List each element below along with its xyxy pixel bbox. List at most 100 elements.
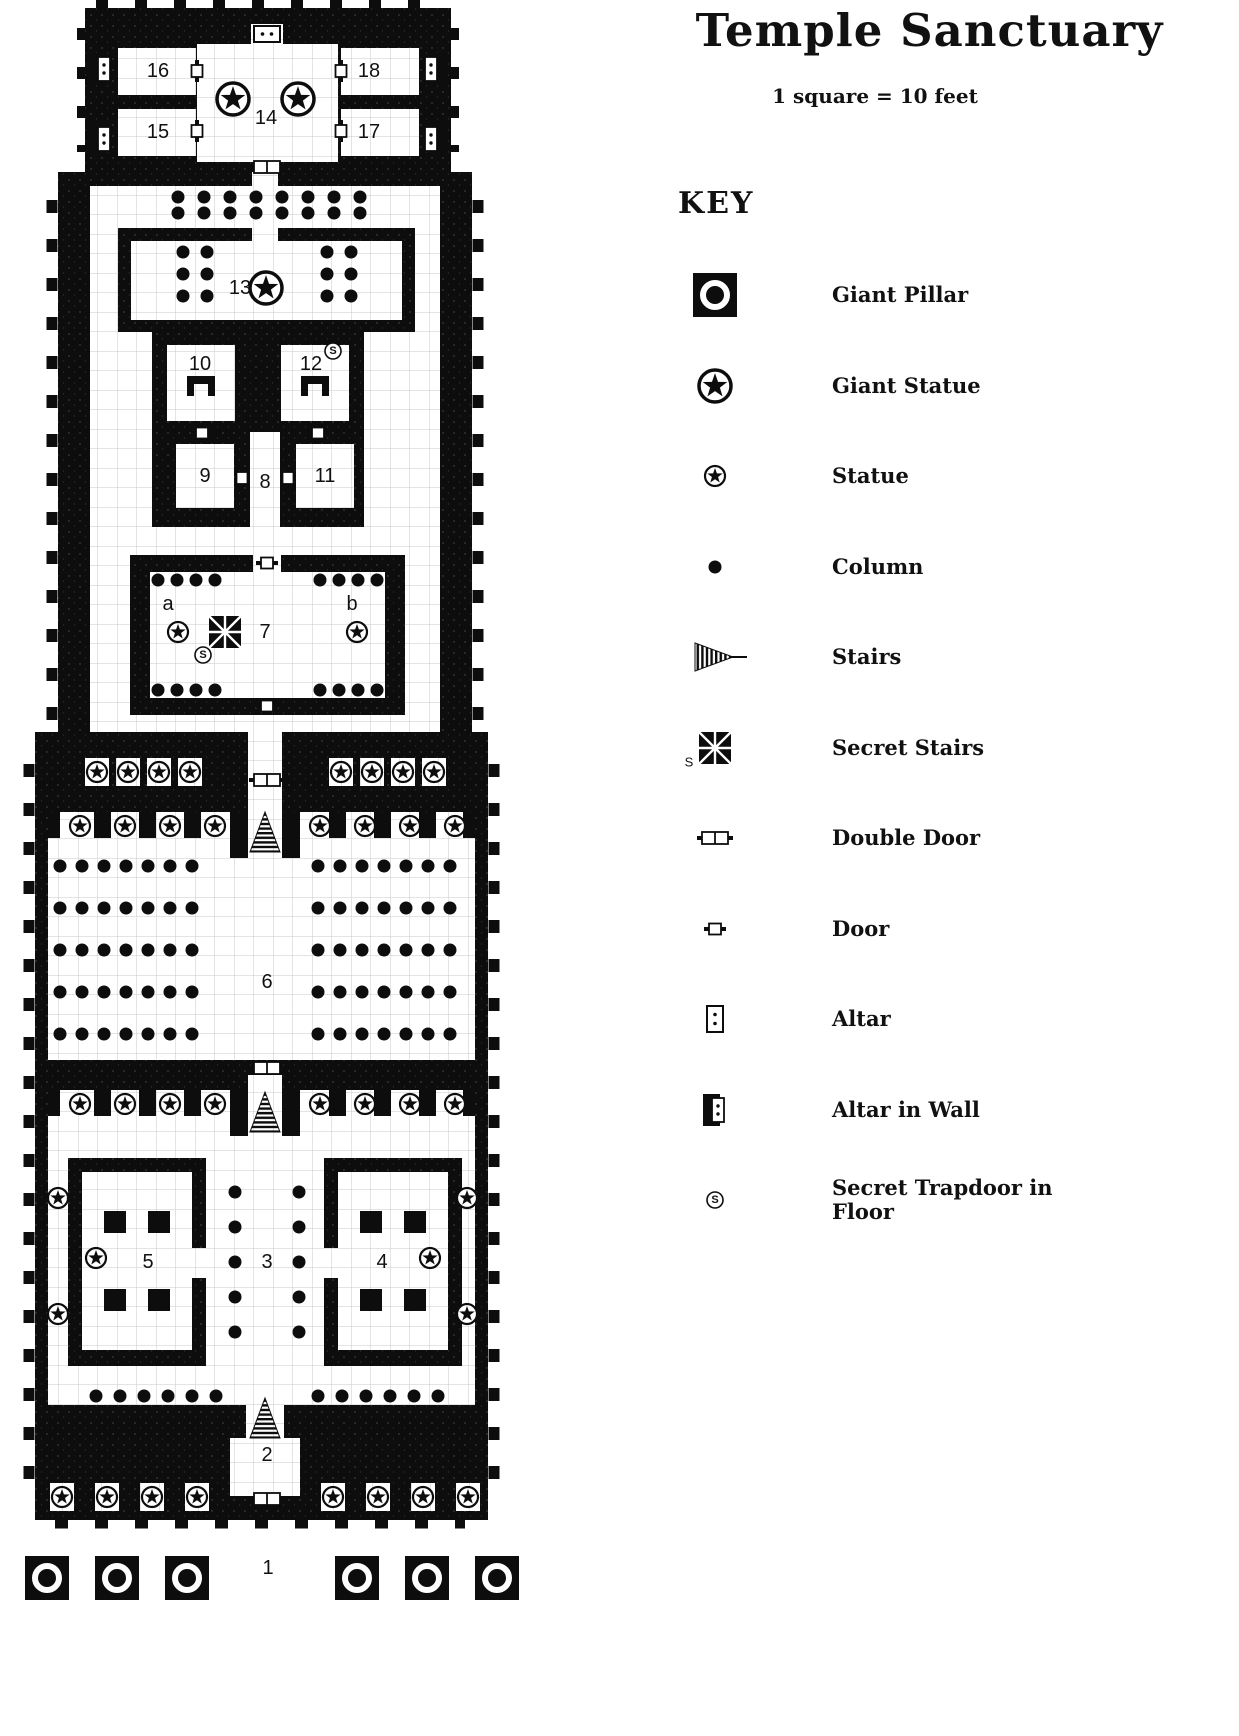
- legend-label: Giant Pillar: [832, 282, 969, 308]
- room-label-3: 3: [261, 1251, 272, 1273]
- secret-trapdoor-letter: S: [199, 649, 206, 661]
- legend-item-altar: Altar: [660, 974, 1067, 1065]
- secret-stairs-icon: S: [685, 730, 733, 769]
- legend-item-statue: Statue: [660, 431, 1067, 522]
- statue-icon: [678, 439, 752, 513]
- room-11-floor: [296, 444, 354, 508]
- statue-icon: [168, 622, 188, 642]
- double-door-icon: [247, 772, 287, 788]
- room-label-8: 8: [259, 471, 270, 493]
- door-icon: [702, 921, 728, 937]
- double-door-icon: [695, 830, 735, 847]
- altar-in-wall-icon: [88, 52, 111, 86]
- legend-item-column: Column: [660, 522, 1067, 613]
- statue-icon: [457, 1304, 477, 1324]
- stairs-icon: [694, 642, 748, 673]
- room-label-15: 15: [147, 121, 169, 143]
- giant-statue-icon: [250, 272, 282, 304]
- room-2-floor: [230, 1438, 300, 1496]
- statue-icon: [48, 1304, 68, 1324]
- map-scale-note: 1 square = 10 feet: [772, 84, 978, 108]
- secret-trapdoor-letter: S: [329, 345, 336, 357]
- secret-trapdoor-icon: S: [194, 646, 212, 664]
- giant-pillar-icon: [165, 1556, 209, 1600]
- legend-item-giant-statue: Giant Statue: [660, 341, 1067, 432]
- temple-map: S S 1 2 3 4 5 6 7 8 9 10 11 12 13 14 15 …: [0, 0, 540, 1640]
- legend-label: Double Door: [832, 825, 981, 851]
- legend-label: Altar: [832, 1006, 891, 1032]
- legend-label: Secret Trapdoor in Floor: [832, 1175, 1053, 1225]
- altar-icon: [706, 1005, 724, 1034]
- altar-in-wall-icon: [424, 52, 447, 86]
- column-icon: [708, 560, 722, 574]
- statue-icon: [420, 1248, 440, 1268]
- room-label-7: 7: [259, 621, 270, 643]
- altar-in-wall-icon: [424, 122, 447, 156]
- legend-label: Secret Stairs: [832, 734, 985, 760]
- room-label-9: 9: [199, 465, 210, 487]
- page-title: Temple Sanctuary: [695, 4, 1164, 57]
- room-label-10: 10: [189, 353, 211, 375]
- giant-pillar-icon: [475, 1556, 519, 1600]
- room-label-17: 17: [358, 121, 380, 143]
- room-label-4: 4: [376, 1251, 387, 1273]
- room-label-a: a: [162, 593, 174, 615]
- legend-label: Altar in Wall: [832, 1096, 980, 1122]
- statue-icon: [457, 1188, 477, 1208]
- room-label-6: 6: [261, 971, 272, 993]
- room-label-2: 2: [261, 1444, 272, 1466]
- secret-stairs-icon: [207, 614, 243, 650]
- giant-pillar-icon: [678, 258, 752, 332]
- secret-trapdoor-letter: S: [711, 1194, 718, 1206]
- double-door-icon: [247, 159, 287, 175]
- statue-icon: [86, 1248, 106, 1268]
- legend-label: Giant Statue: [832, 372, 981, 398]
- room-label-14: 14: [255, 107, 277, 129]
- legend-label: Column: [832, 553, 924, 579]
- giant-pillar-icon: [25, 1556, 69, 1600]
- secret-trapdoor-icon: S: [706, 1191, 724, 1210]
- legend-label: Door: [832, 915, 890, 941]
- room-6-floor: [48, 812, 475, 1060]
- room-label-5: 5: [142, 1251, 153, 1273]
- wall-pilasters: [23, 0, 500, 1529]
- statue-icon: [48, 1188, 68, 1208]
- double-door-icon: [247, 1491, 287, 1507]
- room-label-18: 18: [358, 60, 380, 82]
- giant-pillar-icon: [95, 1556, 139, 1600]
- legend-item-double-door: Double Door: [660, 793, 1067, 884]
- legend-label: Stairs: [832, 644, 902, 670]
- room-7-floor: [150, 572, 385, 698]
- key-heading: KEY: [678, 186, 755, 221]
- legend-item-door: Door: [660, 884, 1067, 975]
- altar-in-wall-icon: [88, 122, 111, 156]
- secret-trapdoor-icon: S: [324, 342, 342, 360]
- room-18-floor: [341, 48, 419, 95]
- room-label-1: 1: [262, 1557, 273, 1579]
- secret-stairs-letter: S: [685, 754, 694, 769]
- legend-item-altar-in-wall: Altar in Wall: [660, 1065, 1067, 1156]
- room-label-13: 13: [229, 277, 251, 299]
- giant-statue-icon: [678, 349, 752, 423]
- legend-label: Statue: [832, 463, 909, 489]
- double-door-icon: [247, 1060, 287, 1076]
- altar-in-wall-icon: [702, 1092, 725, 1127]
- room-label-11: 11: [315, 465, 336, 487]
- altar-icon: [254, 26, 280, 42]
- room-16-floor: [118, 48, 196, 95]
- giant-statue-icon: [217, 83, 249, 115]
- room-label-16: 16: [147, 60, 169, 82]
- statue-icon: [347, 622, 367, 642]
- giant-pillar-icon: [335, 1556, 379, 1600]
- room-15-floor: [118, 109, 196, 156]
- legend-item-giant-pillar: Giant Pillar: [660, 250, 1067, 341]
- giant-pillar-icon: [405, 1556, 449, 1600]
- legend: Giant Pillar Giant Statue Statue Column …: [660, 250, 1067, 1246]
- giant-statue-icon: [282, 83, 314, 115]
- legend-item-stairs: Stairs: [660, 612, 1067, 703]
- room-9-floor: [176, 444, 234, 508]
- room-labels: 1 2 3 4 5 6 7 8 9 10 11 12 13 14 15 16 1…: [142, 60, 387, 1579]
- legend-item-secret-stairs: S Secret Stairs: [660, 703, 1067, 794]
- room-17-floor: [341, 109, 419, 156]
- legend-item-secret-trapdoor: S Secret Trapdoor in Floor: [660, 1155, 1067, 1246]
